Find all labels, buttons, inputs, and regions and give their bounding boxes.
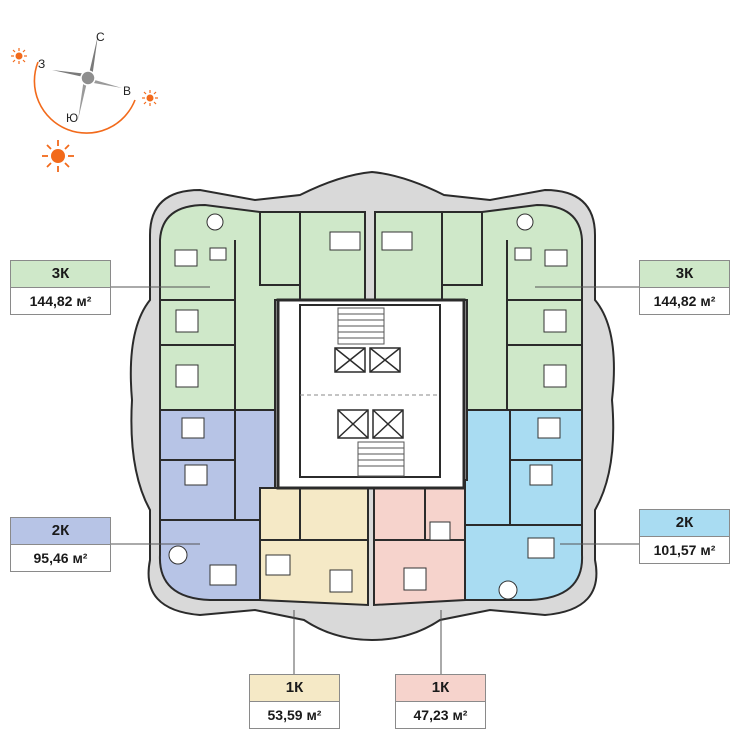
elevator-shafts: [334, 347, 404, 439]
unit-area: 101,57 м²: [653, 542, 716, 558]
compass-west-label: З: [38, 57, 45, 71]
compass-north-label: С: [96, 30, 105, 44]
unit-type: 3К: [11, 261, 110, 288]
unit-type: 2К: [640, 510, 729, 537]
compass-east-label: В: [123, 84, 131, 98]
unit-type: 2К: [11, 518, 110, 545]
sun-icon-small-west: [11, 48, 27, 64]
sun-icon-large-south: [42, 140, 74, 172]
unit-area: 144,82 м²: [653, 293, 716, 309]
unit-area: 47,23 м²: [413, 707, 468, 723]
furniture: [168, 213, 568, 600]
compass-south-label: Ю: [66, 111, 78, 125]
unit-area: 53,59 м²: [267, 707, 322, 723]
unit-type: 1К: [250, 675, 339, 702]
building-core: [276, 298, 466, 490]
label-unit-2k-left[interactable]: 2К 95,46 м²: [10, 517, 111, 572]
unit-type: 3К: [640, 261, 729, 288]
stair-upper: [337, 307, 385, 345]
label-unit-1k-right[interactable]: 1К 47,23 м²: [395, 674, 486, 729]
interior-walls: [160, 212, 582, 541]
label-unit-2k-right[interactable]: 2К 101,57 м²: [639, 509, 730, 564]
apartment-2k-right[interactable]: [464, 409, 584, 601]
label-unit-3k-left[interactable]: 3К 144,82 м²: [10, 260, 111, 315]
unit-type: 1К: [396, 675, 485, 702]
leader-lines: [110, 286, 640, 674]
label-unit-1k-left[interactable]: 1К 53,59 м²: [249, 674, 340, 729]
label-unit-3k-right[interactable]: 3К 144,82 м²: [639, 260, 730, 315]
stair-lower: [357, 441, 405, 477]
unit-area: 95,46 м²: [33, 550, 88, 566]
unit-area: 144,82 м²: [29, 293, 92, 309]
sun-icon-small-east: [142, 90, 158, 106]
compass: С З В Ю: [33, 30, 136, 134]
